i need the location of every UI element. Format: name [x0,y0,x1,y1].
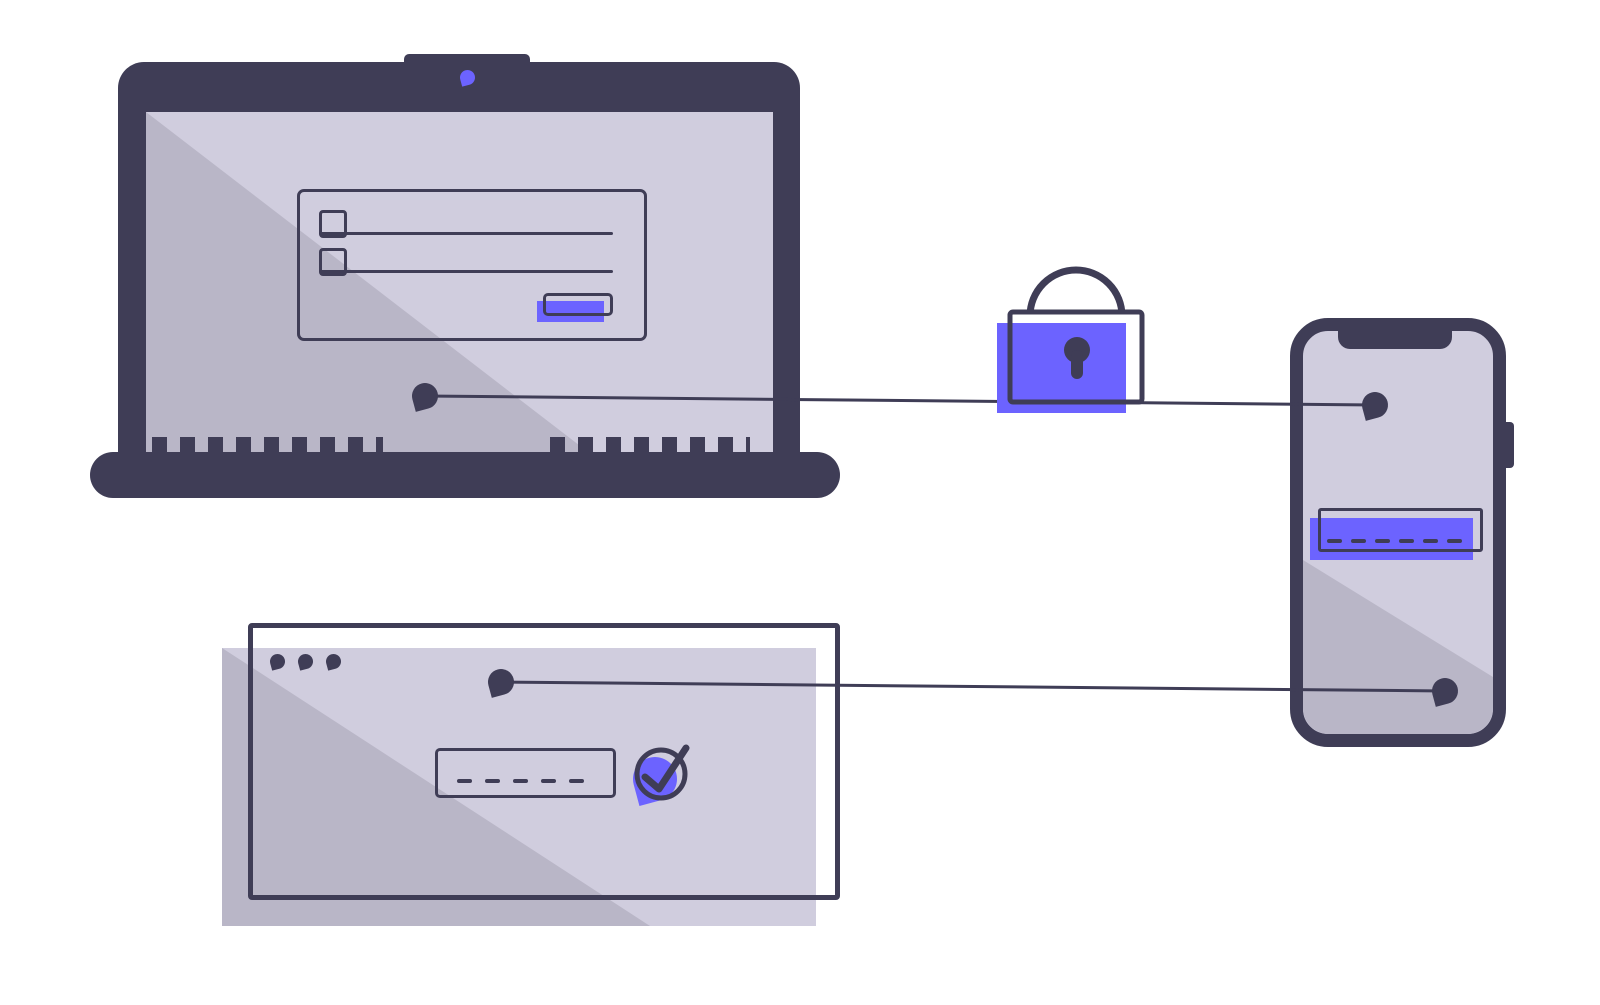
code-placeholder-dashes [1327,539,1473,543]
code-placeholder-dashes [457,779,597,783]
laptop-screen [146,112,773,452]
submit-button [543,293,613,316]
submit-button-fill [537,301,604,322]
code-input [1318,508,1483,552]
padlock-shackle [1026,266,1126,317]
keyboard-hinge-teeth-right [550,437,750,452]
phone-side-button [1504,422,1514,468]
login-form-panel [297,189,647,341]
phone-screen [1303,331,1493,734]
browser-window-fill [222,648,816,926]
keyboard-hinge-teeth-left [152,437,383,452]
padlock-body-back [1010,312,1142,402]
keyhole-stem [1071,350,1083,379]
password-checkbox [319,248,347,276]
username-field-line [319,232,613,235]
window-control-dots [268,652,343,671]
browser-window-outline [248,623,840,900]
padlock-icon [997,266,1145,413]
keyhole-icon [1064,337,1090,363]
padlock-body-fill [997,323,1126,413]
username-checkbox [319,210,347,238]
laptop-base [90,452,840,498]
phone-notch [1338,331,1452,349]
padlock-body-outline [1007,309,1145,405]
password-field-line [319,270,613,273]
verification-code-input [435,748,616,798]
